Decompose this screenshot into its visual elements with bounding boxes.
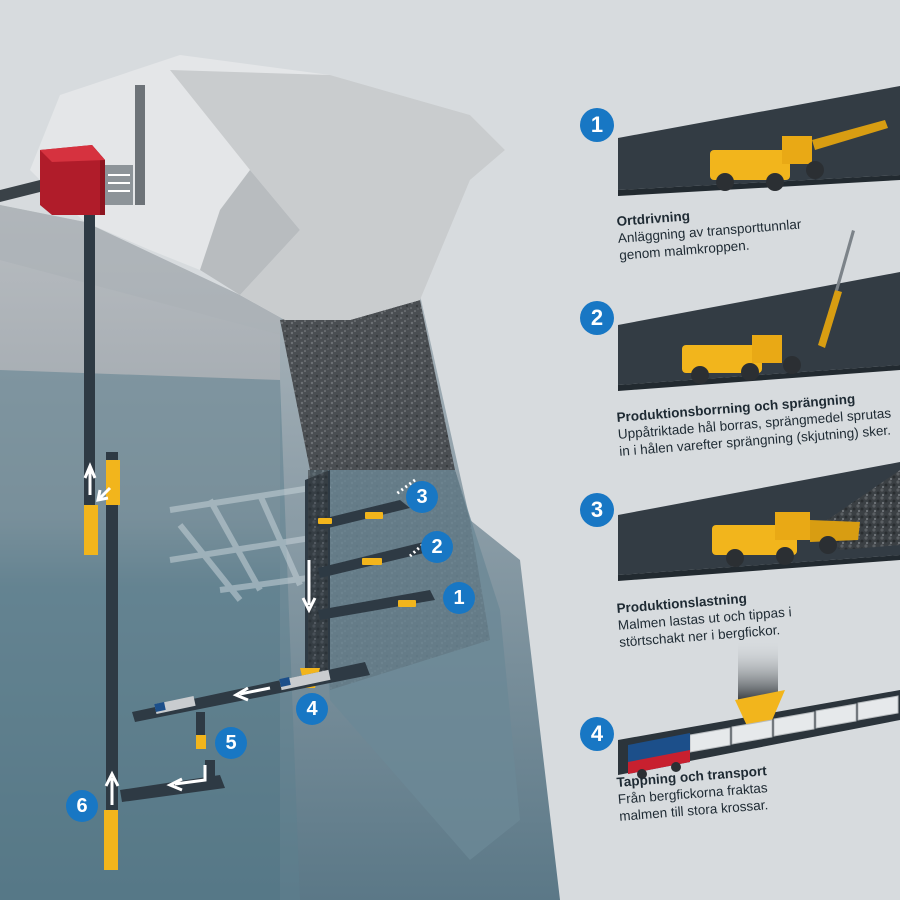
panel-2-illustration bbox=[618, 230, 900, 391]
step-badge-3: 3 bbox=[580, 493, 614, 527]
diagram-marker-2: 2 bbox=[421, 531, 453, 563]
ground-surface bbox=[30, 55, 505, 320]
panel-1-illustration bbox=[618, 86, 900, 196]
hoist-shaft bbox=[84, 200, 120, 870]
flow-arrows bbox=[83, 462, 432, 805]
production-drifts bbox=[318, 500, 445, 620]
level-grid bbox=[169, 482, 331, 602]
step-badge-4: 4 bbox=[580, 717, 614, 751]
panel-4-illustration bbox=[618, 640, 900, 779]
conveyor-belt bbox=[0, 180, 40, 202]
diagram-marker-6: 6 bbox=[66, 790, 98, 822]
headframe bbox=[0, 85, 145, 215]
step-badge-2: 2 bbox=[580, 301, 614, 335]
diagram-marker-4: 4 bbox=[296, 693, 328, 725]
diagram-marker-5: 5 bbox=[215, 727, 247, 759]
step-badge-1: 1 bbox=[580, 108, 614, 142]
ore-train bbox=[689, 695, 899, 753]
drift-machines bbox=[318, 512, 416, 607]
diagram-marker-3: 3 bbox=[406, 481, 438, 513]
diagram-marker-1: 1 bbox=[443, 582, 475, 614]
panel-3-illustration bbox=[618, 462, 900, 581]
